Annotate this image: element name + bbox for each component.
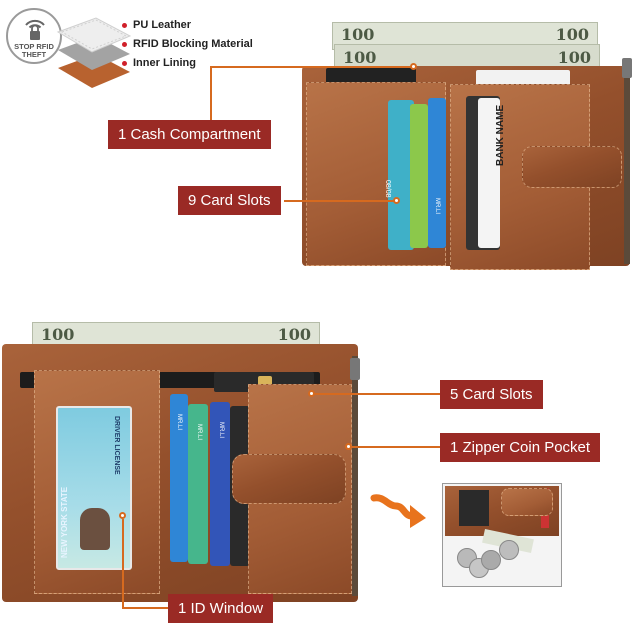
card-holder-text: MR.LI xyxy=(196,424,202,441)
card-holder-text: MR.LI xyxy=(218,422,224,439)
card-teal: 08/08 xyxy=(384,100,414,250)
layer-label: Inner Lining xyxy=(133,57,196,69)
bullet-dot xyxy=(122,41,127,47)
lock-wifi-icon xyxy=(25,19,45,40)
material-layers-graphic xyxy=(56,17,132,88)
leader-dot xyxy=(119,512,126,519)
zipper-pull xyxy=(622,58,632,78)
banknote-denomination: 100 xyxy=(555,25,589,44)
zipper xyxy=(624,58,630,264)
wallet-bottom-image: 100 100 100 100 DRIVER LICENSE NEW YORK … xyxy=(0,316,368,606)
leader-line xyxy=(284,200,396,202)
id-card: DRIVER LICENSE NEW YORK STATE xyxy=(56,406,132,570)
banknote-denomination: 100 xyxy=(41,325,75,344)
banknote-denomination: 100 xyxy=(277,325,311,344)
card-green: MR.LI xyxy=(188,404,208,564)
bank-name-text: BANK NAME xyxy=(495,104,506,166)
coin xyxy=(481,550,501,570)
card-bank: BANK NAME xyxy=(478,98,506,248)
coin-pocket-photo xyxy=(442,483,562,587)
layer-label: PU Leather xyxy=(133,19,192,31)
banknote-denomination: 100 xyxy=(343,48,377,67)
id-photo xyxy=(80,508,110,550)
snap-strap xyxy=(501,488,553,516)
bullet-dot xyxy=(122,22,127,28)
leader-dot xyxy=(345,443,352,450)
leader-line xyxy=(122,519,124,607)
layer-inner-lining: Inner Lining xyxy=(122,57,196,69)
card-navy: MR.LI xyxy=(210,402,230,566)
label-cash-compartment: 1 Cash Compartment xyxy=(108,120,271,149)
card-blue: MR.LI xyxy=(428,98,446,248)
rfid-badge: STOP RFID THEFT xyxy=(6,8,62,64)
label-id-window: 1 ID Window xyxy=(168,594,274,623)
card-number-text: 08/08 xyxy=(384,180,391,198)
leader-line xyxy=(122,607,168,609)
snap-strap xyxy=(522,146,622,188)
leader-line xyxy=(210,66,413,68)
card-holder-text: MR.LI xyxy=(176,414,182,431)
snap-strap xyxy=(232,454,346,504)
leader-line xyxy=(352,446,440,448)
leader-line xyxy=(315,393,440,395)
bullet-dot xyxy=(122,60,127,66)
leader-line xyxy=(210,66,212,120)
id-state-text: NEW YORK STATE xyxy=(60,486,69,558)
card-green xyxy=(410,104,428,248)
layer-label: RFID Blocking Material xyxy=(133,38,253,50)
wallet-top-image: 100 100 100 100 08/08 MR.LI BANK NAME xyxy=(300,18,640,278)
id-header-text: DRIVER LICENSE xyxy=(113,416,120,475)
card-blue: MR.LI xyxy=(170,394,188,562)
chip-icon xyxy=(258,376,272,387)
label-card-slots-5: 5 Card Slots xyxy=(440,380,543,409)
label-zipper-coin-pocket: 1 Zipper Coin Pocket xyxy=(440,433,601,462)
layer-rfid-material: RFID Blocking Material xyxy=(122,38,253,50)
layer-pu-leather: PU Leather xyxy=(122,19,191,31)
zipper xyxy=(352,356,358,596)
leader-dot xyxy=(393,197,400,204)
banknote-denomination: 100 xyxy=(341,25,375,44)
card-holder-text: MR.LI xyxy=(434,198,440,215)
banknote-denomination: 100 xyxy=(557,48,591,67)
label-card-slots-9: 9 Card Slots xyxy=(178,186,281,215)
coin xyxy=(499,540,519,560)
zipper-pull xyxy=(350,358,360,380)
curvy-arrow-icon xyxy=(370,494,426,528)
card-dark xyxy=(326,68,416,86)
leader-dot xyxy=(308,390,315,397)
leader-dot xyxy=(410,63,417,70)
badge-text: STOP RFID THEFT xyxy=(14,42,54,59)
card-black xyxy=(459,490,489,526)
